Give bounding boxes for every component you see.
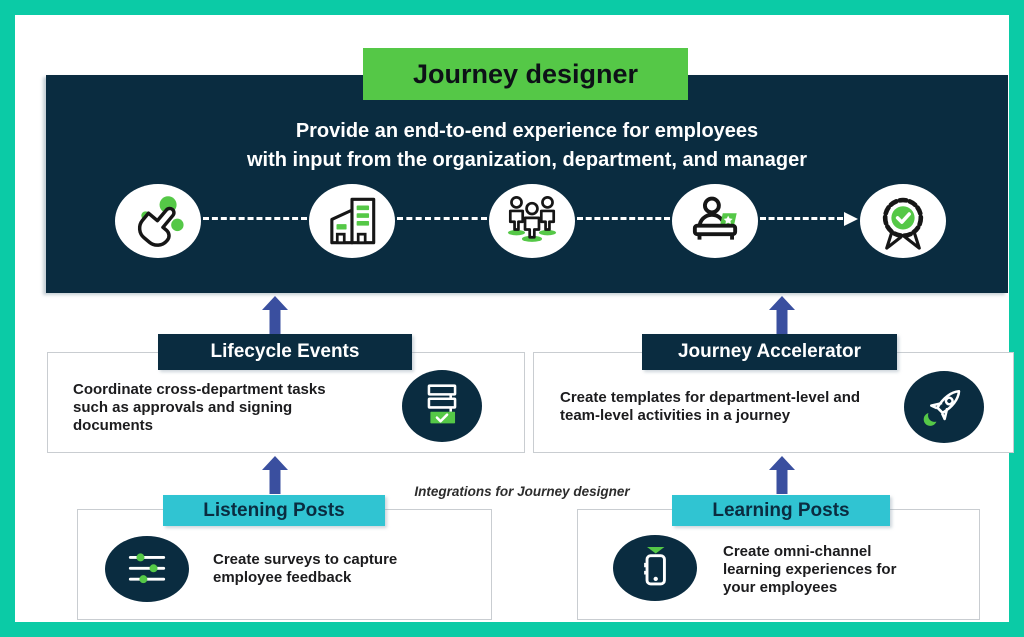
dashed-connector <box>397 217 487 220</box>
department-team-icon <box>507 196 557 242</box>
up-arrow-icon <box>262 456 288 494</box>
lifecycle-events-header: Lifecycle Events <box>158 334 412 370</box>
completion-badge-icon <box>882 197 924 250</box>
infographic-frame: Provide an end-to-end experience for emp… <box>15 15 1014 622</box>
tap-select-icon <box>137 196 184 247</box>
banner-subtitle-line1: Provide an end-to-end experience for emp… <box>295 120 759 142</box>
banner-subtitle-line2: with input from the organization, depart… <box>246 149 808 171</box>
banner-subtitle: Provide an end-to-end experience for emp… <box>46 117 1008 175</box>
learning-posts-card <box>577 509 980 620</box>
rocket-icon <box>904 371 984 443</box>
journey-banner: Provide an end-to-end experience for emp… <box>46 75 1008 293</box>
listening-posts-description: Create surveys to capture employee feedb… <box>213 551 398 586</box>
dashed-connector <box>203 217 307 220</box>
journey-step <box>309 184 395 258</box>
journey-designer-title: Journey designer <box>363 48 688 100</box>
mobile-learning-icon <box>613 535 697 601</box>
up-arrow-icon <box>769 456 795 494</box>
integrations-note: Integrations for Journey designer <box>414 484 630 499</box>
journey-step <box>860 184 946 258</box>
journey-accelerator-description: Create templates for department-level an… <box>560 389 861 424</box>
up-arrow-icon <box>262 296 288 334</box>
journey-step <box>489 184 575 258</box>
lifecycle-events-description: Coordinate cross-department tasks such a… <box>73 381 326 434</box>
dashed-arrow-icon <box>844 211 858 226</box>
dashed-connector <box>760 217 843 220</box>
dashed-connector <box>577 217 670 220</box>
learning-posts-header: Learning Posts <box>672 495 890 526</box>
survey-sliders-icon <box>105 536 189 602</box>
workflow-approval-icon <box>402 370 482 442</box>
organization-building-icon <box>330 197 376 245</box>
journey-step <box>115 184 201 258</box>
manager-desk-icon <box>692 196 738 240</box>
journey-accelerator-header: Journey Accelerator <box>642 334 897 370</box>
up-arrow-icon <box>769 296 795 334</box>
journey-step <box>672 184 758 258</box>
learning-posts-description: Create omni-channel learning experiences… <box>723 543 897 596</box>
listening-posts-header: Listening Posts <box>163 495 385 526</box>
